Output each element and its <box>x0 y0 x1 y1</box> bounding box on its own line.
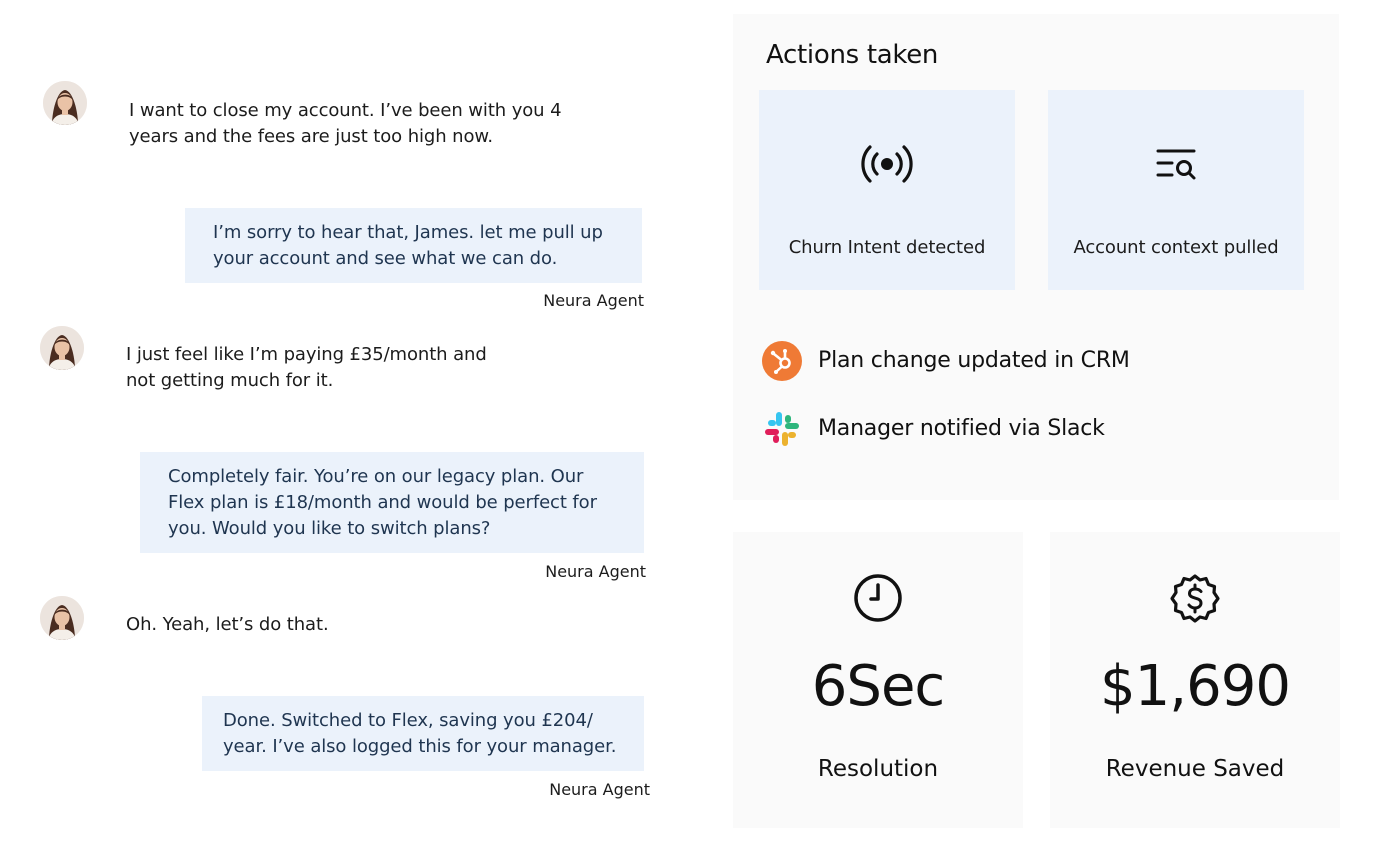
avatar <box>43 81 87 125</box>
clock-icon <box>854 574 902 622</box>
agent-message-bubble: Completely fair. You’re on our legacy pl… <box>140 452 644 553</box>
user-message: I just feel like I’m paying £35/month an… <box>126 344 487 391</box>
hubspot-icon <box>762 341 802 381</box>
action-card-account-context: Account context pulled <box>1048 90 1304 290</box>
broadcast-icon <box>861 145 913 183</box>
agent-sender-label: Neura Agent <box>545 562 646 581</box>
panel-title: Actions taken <box>766 40 939 70</box>
metric-caption: Resolution <box>817 756 939 782</box>
avatar <box>40 596 84 640</box>
user-avatar-icon <box>43 81 87 125</box>
action-card-label: Churn Intent detected <box>788 237 986 258</box>
metric-caption: Revenue Saved <box>1105 756 1285 782</box>
metric-value: 6Sec <box>811 654 945 719</box>
integration-label: Manager notified via Slack <box>818 416 1105 441</box>
slack-icon <box>765 412 799 446</box>
avatar <box>40 326 84 370</box>
actions-panel: Actions taken Churn Intent detected Acco… <box>733 14 1339 500</box>
agent-message-bubble: I’m sorry to hear that, James. let me pu… <box>185 208 642 283</box>
dollar-badge-icon <box>1170 574 1220 623</box>
list-search-icon <box>1156 149 1196 180</box>
metric-card-resolution: 6Sec Resolution <box>733 532 1023 828</box>
user-message: I want to close my account. I’ve been wi… <box>129 100 562 147</box>
agent-sender-label: Neura Agent <box>543 291 644 310</box>
user-avatar-icon <box>40 326 84 370</box>
agent-sender-label: Neura Agent <box>549 780 650 799</box>
action-card-churn-intent: Churn Intent detected <box>759 90 1015 290</box>
integration-label: Plan change updated in CRM <box>818 348 1130 373</box>
metric-value: $1,690 <box>1100 654 1291 719</box>
action-card-label: Account context pulled <box>1073 237 1279 258</box>
user-message: Oh. Yeah, let’s do that. <box>126 614 329 635</box>
metric-card-revenue-saved: $1,690 Revenue Saved <box>1050 532 1340 828</box>
user-avatar-icon <box>40 596 84 640</box>
agent-message-bubble: Done. Switched to Flex, saving you £204/… <box>202 696 644 771</box>
